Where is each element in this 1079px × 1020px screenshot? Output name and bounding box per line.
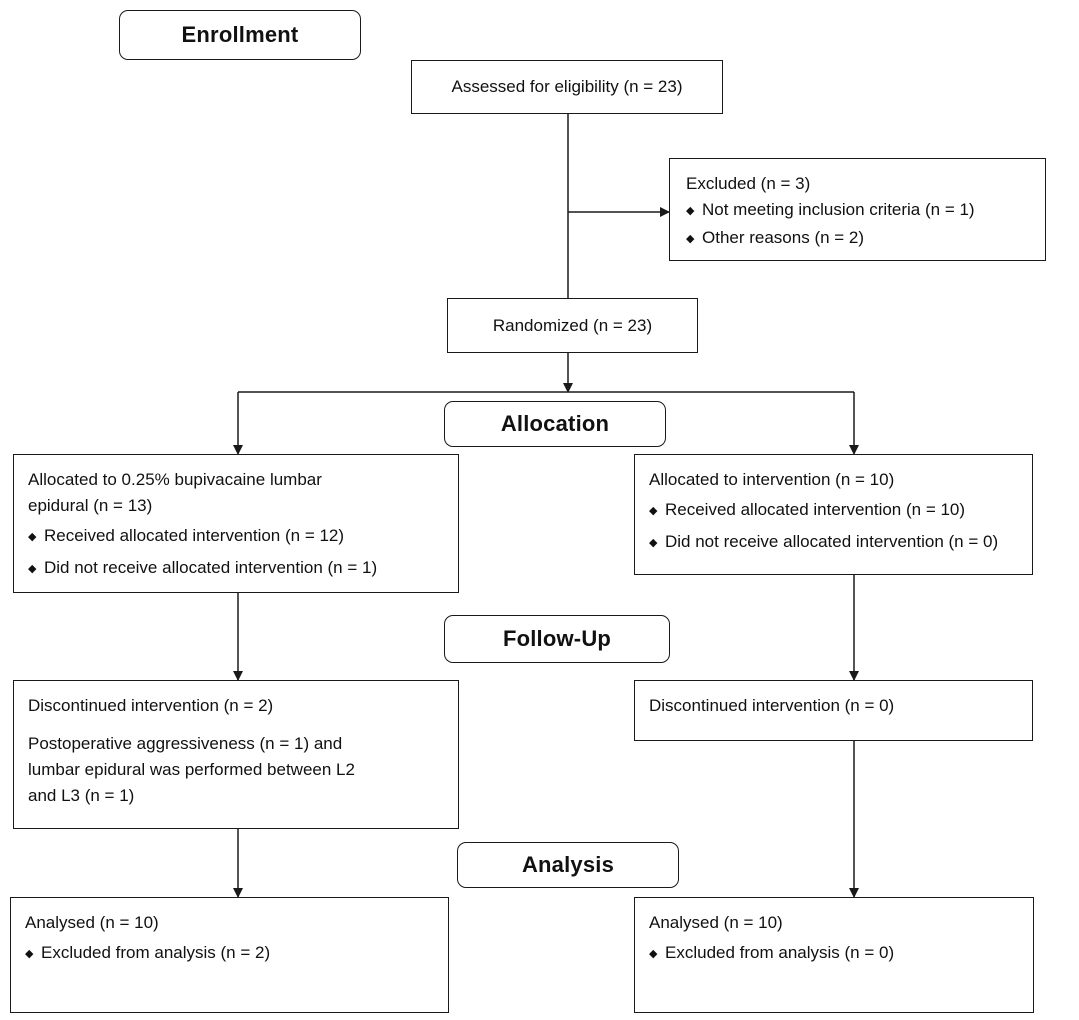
excluded-item-text: Not meeting inclusion criteria (n = 1) bbox=[702, 200, 975, 219]
left-allocation-title-line2: epidural (n = 13) bbox=[28, 496, 153, 515]
stage-enrollment-label: Enrollment bbox=[181, 22, 299, 47]
right-followup-title: Discontinued intervention (n = 0) bbox=[649, 696, 895, 715]
stage-analysis: Analysis bbox=[457, 842, 679, 888]
left-followup-detail-line: and L3 (n = 1) bbox=[28, 786, 135, 805]
diamond-bullet-icon: ◆ bbox=[649, 505, 658, 517]
left-allocation-item: ◆ Received allocated intervention (n = 1… bbox=[28, 523, 444, 551]
diamond-bullet-icon: ◆ bbox=[25, 948, 34, 960]
right-allocation-item-text: Did not receive allocated intervention (… bbox=[665, 532, 999, 551]
left-allocation-title-line1: Allocated to 0.25% bupivacaine lumbar bbox=[28, 470, 322, 489]
diamond-bullet-icon: ◆ bbox=[28, 531, 37, 543]
left-analysis-box: Analysed (n = 10) ◆ Excluded from analys… bbox=[10, 897, 449, 1013]
excluded-item: ◆ Not meeting inclusion criteria (n = 1) bbox=[686, 197, 1029, 225]
right-analysis-item-text: Excluded from analysis (n = 0) bbox=[665, 943, 895, 962]
right-analysis-item: ◆ Excluded from analysis (n = 0) bbox=[649, 940, 1019, 968]
stage-follow-up: Follow-Up bbox=[444, 615, 670, 663]
right-allocation-box: Allocated to intervention (n = 10) ◆ Rec… bbox=[634, 454, 1033, 575]
diamond-bullet-icon: ◆ bbox=[28, 563, 37, 575]
excluded-item: ◆ Other reasons (n = 2) bbox=[686, 225, 1029, 253]
left-analysis-item: ◆ Excluded from analysis (n = 2) bbox=[25, 940, 434, 968]
left-allocation-box: Allocated to 0.25% bupivacaine lumbar ep… bbox=[13, 454, 459, 593]
right-analysis-box: Analysed (n = 10) ◆ Excluded from analys… bbox=[634, 897, 1034, 1013]
diamond-bullet-icon: ◆ bbox=[686, 233, 695, 245]
stage-follow-up-label: Follow-Up bbox=[502, 626, 612, 651]
left-followup-detail-line: lumbar epidural was performed between L2 bbox=[28, 760, 355, 779]
assessed-box: Assessed for eligibility (n = 23) bbox=[411, 60, 723, 114]
right-allocation-title: Allocated to intervention (n = 10) bbox=[649, 470, 895, 489]
right-allocation-item-text: Received allocated intervention (n = 10) bbox=[665, 500, 966, 519]
right-allocation-item: ◆ Did not receive allocated intervention… bbox=[649, 529, 1018, 557]
excluded-box: Excluded (n = 3) ◆ Not meeting inclusion… bbox=[669, 158, 1046, 261]
stage-enrollment: Enrollment bbox=[119, 10, 361, 60]
stage-analysis-label: Analysis bbox=[521, 852, 615, 877]
excluded-title: Excluded (n = 3) bbox=[686, 174, 811, 193]
diamond-bullet-icon: ◆ bbox=[649, 948, 658, 960]
left-allocation-item-text: Received allocated intervention (n = 12) bbox=[44, 526, 345, 545]
right-allocation-item: ◆ Received allocated intervention (n = 1… bbox=[649, 497, 1018, 525]
stage-allocation-label: Allocation bbox=[500, 411, 610, 436]
right-analysis-title: Analysed (n = 10) bbox=[649, 913, 783, 932]
left-allocation-item: ◆ Did not receive allocated intervention… bbox=[28, 555, 444, 583]
stage-allocation: Allocation bbox=[444, 401, 666, 447]
assessed-text: Assessed for eligibility (n = 23) bbox=[451, 77, 683, 96]
left-allocation-item-text: Did not receive allocated intervention (… bbox=[44, 558, 378, 577]
randomized-text: Randomized (n = 23) bbox=[492, 315, 653, 335]
diamond-bullet-icon: ◆ bbox=[649, 537, 658, 549]
left-followup-detail-line: Postoperative aggressiveness (n = 1) and bbox=[28, 734, 343, 753]
left-followup-title: Discontinued intervention (n = 2) bbox=[28, 696, 274, 715]
diamond-bullet-icon: ◆ bbox=[686, 205, 695, 217]
left-analysis-title: Analysed (n = 10) bbox=[25, 913, 159, 932]
left-analysis-item-text: Excluded from analysis (n = 2) bbox=[41, 943, 271, 962]
randomized-box: Randomized (n = 23) bbox=[447, 298, 698, 353]
excluded-item-text: Other reasons (n = 2) bbox=[702, 228, 865, 247]
right-followup-box: Discontinued intervention (n = 0) bbox=[634, 680, 1033, 741]
left-followup-box: Discontinued intervention (n = 2) Postop… bbox=[13, 680, 459, 829]
